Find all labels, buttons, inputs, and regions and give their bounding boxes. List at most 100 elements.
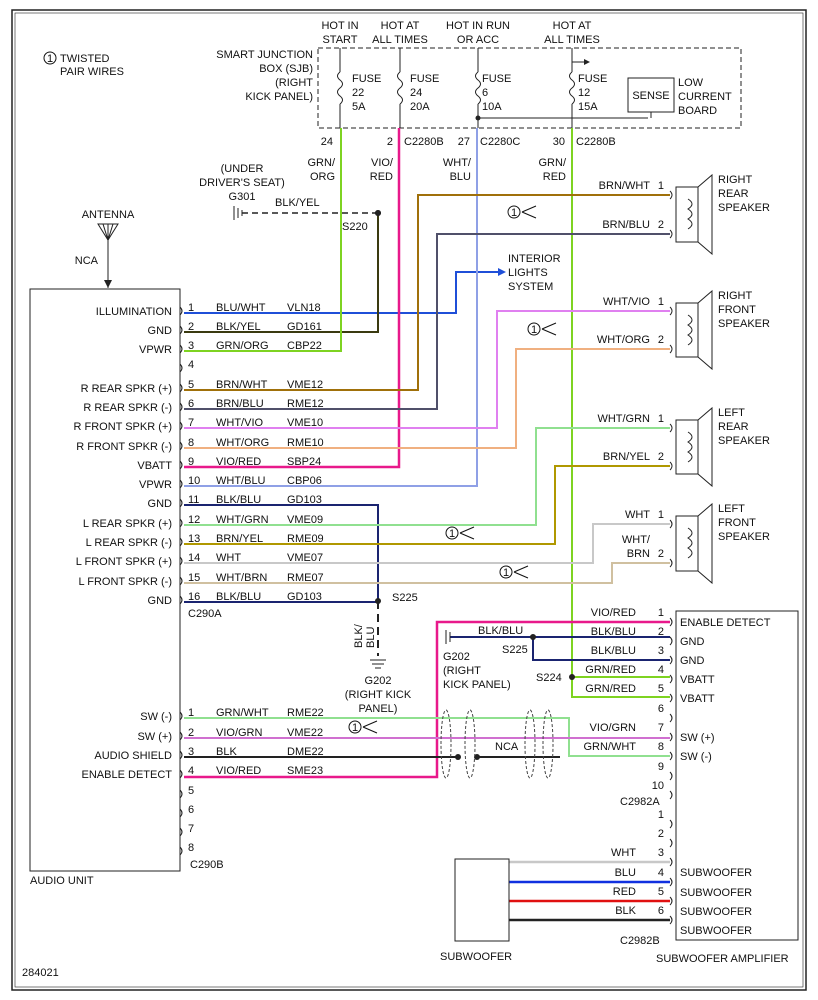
audio-pin-b-7: 7 — [188, 823, 194, 835]
audio-pin-a-1: 1 — [188, 302, 194, 314]
fuse-1-l1: FUSE — [352, 73, 381, 85]
audio-circuit-9: SBP24 — [287, 456, 321, 468]
amp-color-b-4: BLU — [615, 867, 636, 879]
s225b-dot — [530, 634, 536, 640]
audio-color-14: WHT — [216, 552, 241, 564]
audio-pin-a-tick — [179, 441, 183, 451]
fuse-2-l2: 24 — [410, 87, 422, 99]
note-symbol: 1 — [47, 53, 53, 65]
audio-func-5: R REAR SPKR (+) — [81, 383, 172, 395]
wire-grn-red-amp — [571, 676, 670, 698]
speaker-2-name2: REAR — [718, 421, 749, 433]
audio-pin-a-8: 8 — [188, 437, 194, 449]
fuse-1-l2: 22 — [352, 87, 364, 99]
wire-wht-brn — [184, 562, 670, 584]
audio-color-13: BRN/YEL — [216, 533, 263, 545]
speaker-3-name2: FRONT — [718, 517, 756, 529]
speaker-0-wire2: BRN/BLU — [602, 219, 650, 231]
wire-wht-blu-l1: WHT/ — [443, 157, 472, 169]
arrow-interior — [498, 268, 506, 276]
audio-pin-a-tick — [179, 421, 183, 431]
speaker-3-wire2a: WHT/ — [622, 534, 651, 546]
speaker-2-coil — [687, 431, 693, 463]
amp-color-a-4: GRN/RED — [585, 664, 636, 676]
audio-pin-a-tick — [179, 402, 183, 412]
twist-sym-rf-arrows — [541, 322, 557, 336]
feed-1-l1: HOT IN — [321, 20, 358, 32]
audio-color-b-3: BLK — [216, 746, 237, 758]
amp-pin-a-4: 4 — [658, 664, 664, 676]
amp-pin-a-tick — [669, 751, 673, 761]
speaker-1-wire1: WHT/VIO — [603, 296, 650, 308]
shield-dot-1 — [455, 754, 461, 760]
speaker-3-ticks — [669, 519, 673, 568]
shield-dot-2 — [474, 754, 480, 760]
speaker-3-name3: SPEAKER — [718, 531, 770, 543]
board-l3: BOARD — [678, 105, 717, 117]
wire-blk-yel — [184, 213, 379, 333]
feed-4-l1: HOT AT — [553, 20, 592, 32]
audio-color-15: WHT/BRN — [216, 572, 267, 584]
speaker-2-cone — [697, 406, 713, 488]
audio-circuit-b-4: SME23 — [287, 765, 323, 777]
speaker-1-name1: RIGHT — [718, 290, 753, 302]
amp-pin-a-2: 2 — [658, 626, 664, 638]
audio-func-16: GND — [148, 595, 173, 607]
amp-func-a-3: GND — [680, 655, 705, 667]
sjb-conn-1: C2280B — [404, 136, 444, 148]
fuse-2-l3: 20A — [410, 101, 430, 113]
amp-pin-a-tick — [669, 617, 673, 627]
g202b-l1: G202 — [443, 651, 470, 663]
g202b-ground — [445, 630, 451, 644]
audio-unit-box — [29, 288, 181, 872]
g202-wire-l1: BLK/ — [353, 623, 365, 648]
nca2-label: NCA — [495, 741, 519, 753]
s225-label: S225 — [392, 592, 418, 604]
audio-color-8: WHT/ORG — [216, 437, 269, 449]
speaker-3-name1: LEFT — [718, 503, 745, 515]
doc-id: 284021 — [22, 967, 59, 979]
audio-pin-a-5: 5 — [188, 379, 194, 391]
audio-func-7: R FRONT SPKR (+) — [73, 421, 172, 433]
speaker-0-cone — [697, 173, 713, 256]
g202b-wire: BLK/BLU — [478, 625, 523, 637]
audio-color-6: BRN/BLU — [216, 398, 264, 410]
twist-sym-lf: 1 — [499, 565, 529, 579]
amp-pin-b-tick — [669, 896, 673, 906]
feed-3-l2: OR ACC — [457, 34, 499, 46]
wire-blk-blu-11 — [184, 504, 379, 601]
fuse-4-l1: FUSE — [578, 73, 607, 85]
note-line-1: TWISTED — [60, 53, 110, 65]
audio-pin-a-tick — [179, 460, 183, 470]
g202-ground-icon — [370, 659, 386, 669]
audio-pin-b-3: 3 — [188, 746, 194, 758]
amp-pin-a-tick — [669, 732, 673, 742]
audio-color-5: BRN/WHT — [216, 379, 268, 391]
speaker-2-name3: SPEAKER — [718, 435, 770, 447]
amp-func-b-4: SUBWOOFER — [680, 887, 752, 899]
audio-color-b-4: VIO/RED — [216, 765, 261, 777]
speakers: 12RIGHTREARSPEAKERBRN/WHTBRN/BLU12RIGHTF… — [597, 173, 770, 585]
audio-color-2: BLK/YEL — [216, 321, 261, 333]
twist-sym-lf-arrows — [513, 565, 529, 579]
speaker-1-cone — [697, 289, 713, 371]
speaker-0-pin1: 1 — [658, 180, 664, 192]
amp-pin-a-tick — [669, 655, 673, 665]
amp-func-a-8: SW (-) — [680, 751, 712, 763]
twist-sym-lf-num: 1 — [503, 567, 509, 579]
g301-l2: DRIVER'S SEAT) — [199, 177, 285, 189]
amp-color-b-6: BLK — [615, 905, 636, 917]
twist-sym-lr-circle — [445, 526, 459, 540]
audio-color-16: BLK/BLU — [216, 591, 261, 603]
audio-func-8: R FRONT SPKR (-) — [76, 441, 172, 453]
speaker-3-coil — [687, 527, 693, 559]
audio-pin-b-tick — [179, 769, 183, 779]
g202b-l3: KICK PANEL) — [443, 679, 511, 691]
sjb-pin-24: 24 — [321, 136, 333, 148]
audio-func-b-1: SW (-) — [140, 711, 172, 723]
audio-pin-a-9: 9 — [188, 456, 194, 468]
antenna: ANTENNA NCA — [75, 209, 135, 288]
amp-pin-b-2: 2 — [658, 828, 664, 840]
